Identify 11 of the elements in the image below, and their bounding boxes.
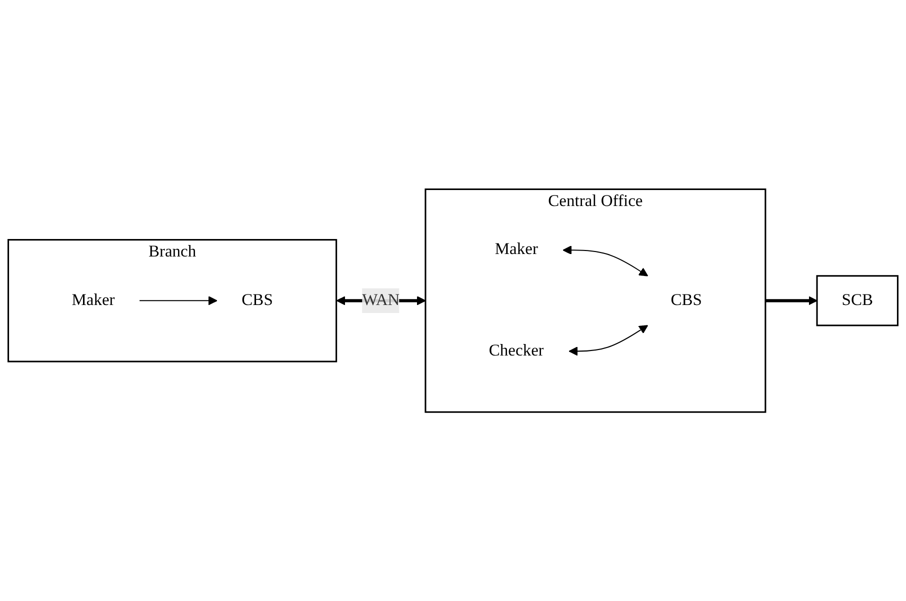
arrow — [765, 296, 818, 306]
node-text: Maker — [494, 240, 538, 258]
node-text: Checker — [488, 342, 544, 360]
arrow — [562, 245, 648, 276]
arrow — [140, 296, 218, 306]
node-box: SCB — [816, 274, 898, 326]
edge-label: WAN — [362, 291, 400, 309]
node-text: Maker — [72, 291, 115, 309]
node-text: CBS — [670, 291, 702, 309]
node-text: CBS — [242, 291, 273, 309]
arrow — [568, 324, 648, 356]
